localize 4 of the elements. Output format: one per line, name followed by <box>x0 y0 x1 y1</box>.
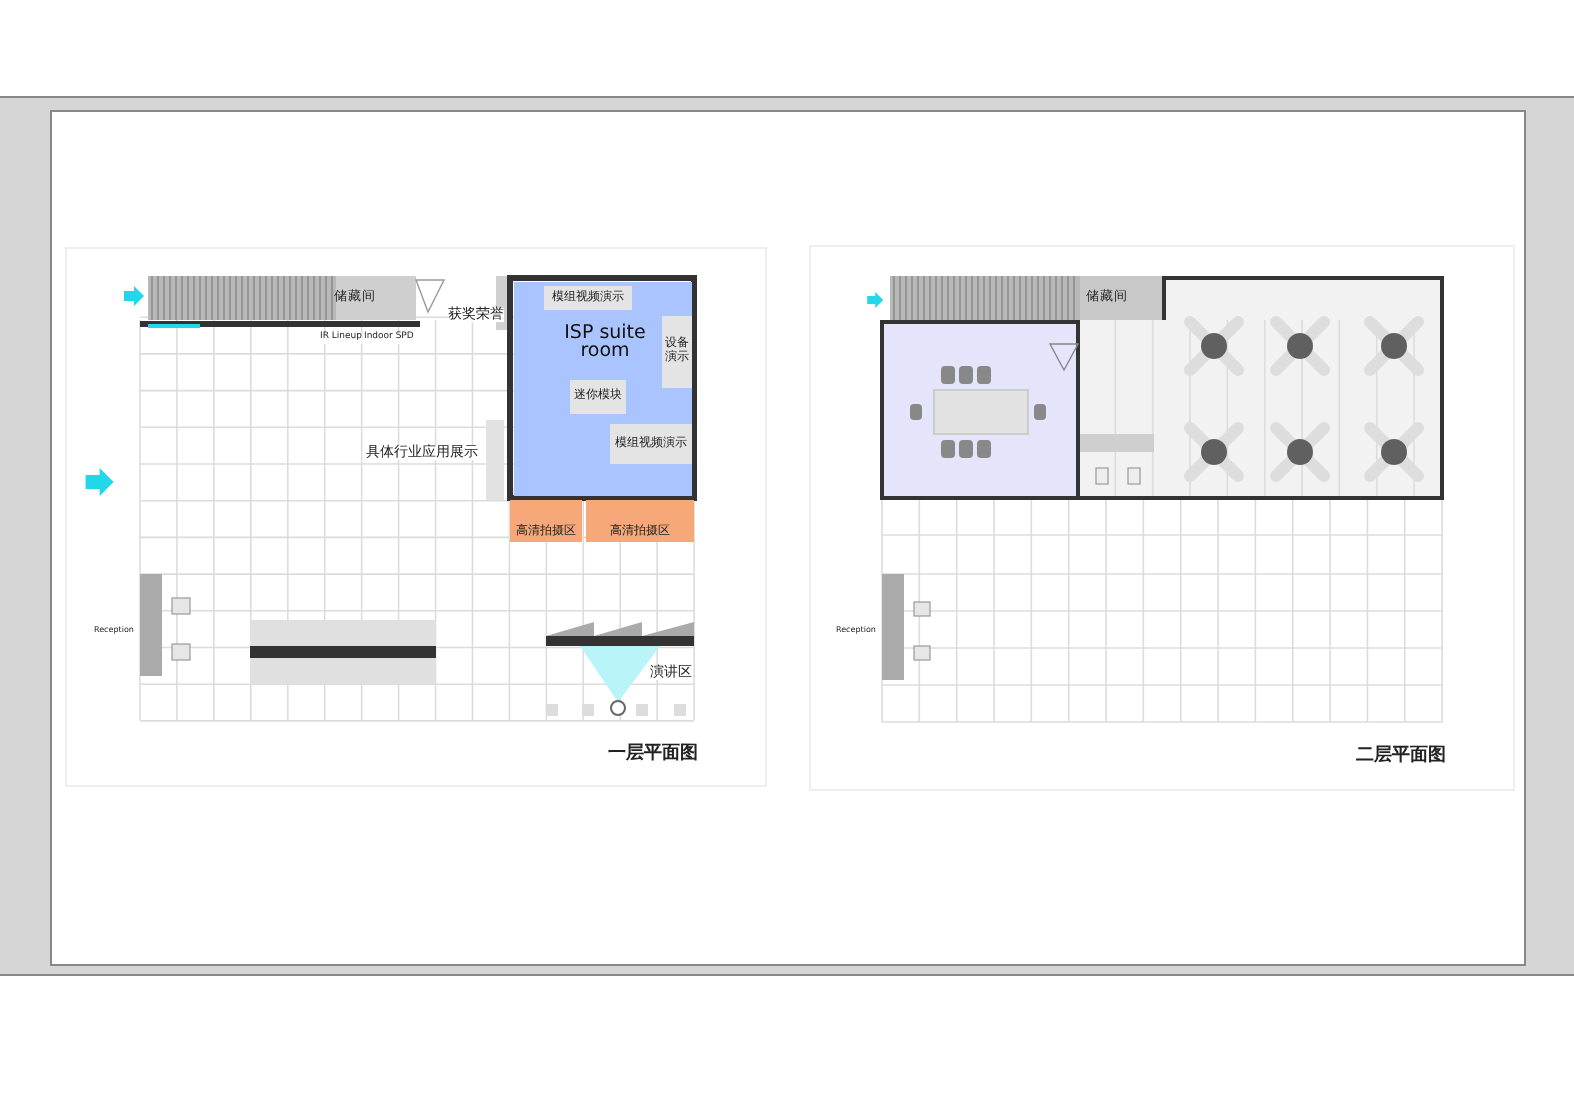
floor-plan-title: 二层平面图 <box>1356 748 1446 766</box>
floor-plan-title: 一层平面图 <box>608 746 698 764</box>
room-area <box>513 281 691 495</box>
room-title: ISP suite room <box>562 323 648 363</box>
